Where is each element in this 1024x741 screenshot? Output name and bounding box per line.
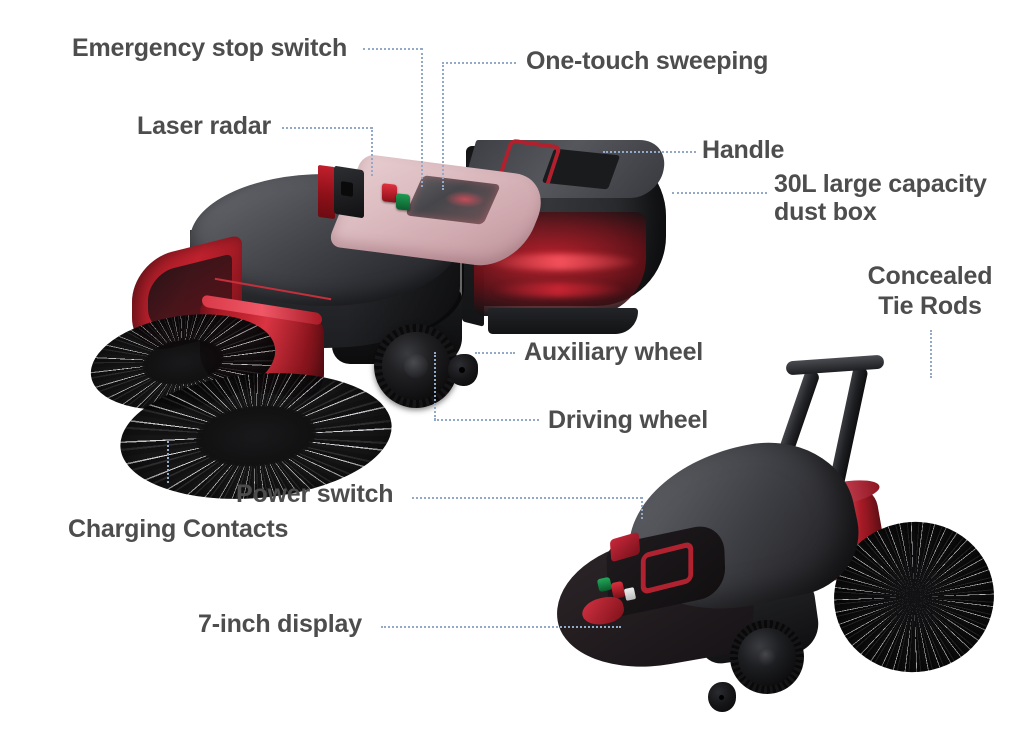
- callout-label-auxiliary-wheel: Auxiliary wheel: [524, 338, 704, 366]
- callout-label-one-touch-sweeping: One-touch sweeping: [526, 47, 769, 75]
- callout-label-dust-box-line1: 30L large capacity: [774, 170, 987, 198]
- product-render-main-sweeper: [83, 138, 696, 510]
- leader-one-touch-v: [442, 62, 444, 190]
- alt-auxiliary-wheel: [708, 682, 736, 712]
- tie-rod-grip[interactable]: [785, 354, 885, 376]
- leader-charging-contacts-v: [167, 441, 169, 483]
- leader-driving-wheel-h: [434, 419, 539, 421]
- leader-emergency-stop-v: [421, 48, 423, 187]
- callout-label-power-switch: Power switch: [236, 480, 394, 508]
- leader-one-touch-h: [442, 62, 516, 64]
- dust-box-base: [488, 308, 638, 334]
- leader-auxiliary-wheel-h: [475, 352, 515, 354]
- product-render-alt-sweeper: [546, 352, 1018, 724]
- leader-laser-radar-h: [282, 127, 372, 129]
- callout-label-laser-radar: Laser radar: [137, 112, 271, 140]
- laser-radar-lens: [341, 181, 353, 197]
- callout-label-concealed-tie-rods-line1: Concealed: [867, 262, 993, 290]
- callout-label-seven-inch-display: 7-inch display: [198, 610, 362, 638]
- alt-indicator-button[interactable]: [623, 587, 637, 601]
- callout-label-driving-wheel: Driving wheel: [548, 406, 708, 434]
- leader-laser-radar-v: [371, 127, 373, 176]
- leader-handle-h: [603, 151, 696, 153]
- callout-label-dust-box-line2: dust box: [774, 198, 877, 226]
- laser-radar-plate: [318, 164, 335, 220]
- leader-driving-wheel-v: [434, 352, 436, 420]
- leader-power-switch-h: [412, 497, 642, 499]
- leader-seven-inch-display-h: [381, 626, 621, 628]
- leader-tie-rods-v: [930, 330, 932, 378]
- driving-wheel: [374, 324, 458, 408]
- auxiliary-wheel: [448, 354, 478, 386]
- callout-label-handle: Handle: [702, 136, 785, 164]
- callout-label-charging-contacts: Charging Contacts: [68, 515, 289, 543]
- power-switch-button[interactable]: [396, 193, 410, 211]
- leader-emergency-stop-h: [363, 48, 422, 50]
- alt-driving-wheel: [730, 620, 804, 694]
- leader-power-switch-v: [641, 497, 643, 519]
- leader-dust-box-h: [672, 192, 767, 194]
- callout-label-concealed-tie-rods-line2: Tie Rods: [878, 292, 982, 320]
- callout-label-emergency-stop-switch: Emergency stop switch: [72, 34, 348, 62]
- emergency-stop-button[interactable]: [382, 183, 397, 203]
